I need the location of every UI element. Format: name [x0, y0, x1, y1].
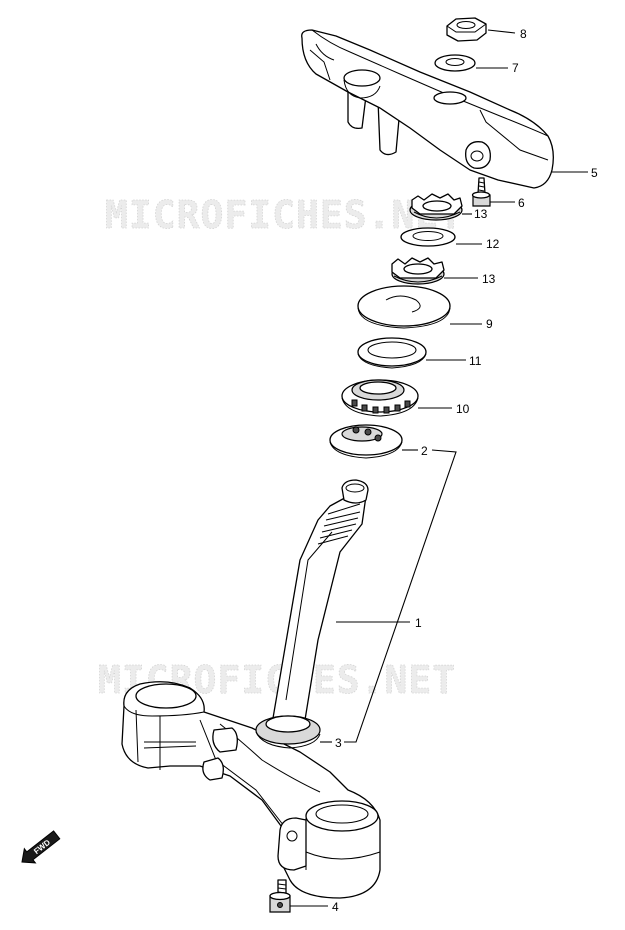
part-3-lower-seal[interactable] [255, 731, 321, 749]
part-1-steering-stem[interactable] [121, 479, 381, 899]
forward-direction-arrow-icon: FWD [21, 830, 61, 864]
callout-6: 6 [518, 196, 525, 210]
part-4-pinch-bolt[interactable] [269, 879, 291, 913]
callout-1: 1 [415, 616, 422, 630]
callout-10: 10 [456, 402, 470, 416]
callout-4: 4 [332, 900, 339, 914]
part-12-lock-washer[interactable] [400, 227, 456, 247]
part-2-lower-race[interactable] [329, 424, 403, 459]
callout-2: 2 [421, 444, 428, 458]
part-9-dust-seal[interactable] [357, 285, 451, 329]
part-6-bolt[interactable] [471, 177, 491, 207]
part-10-bearing[interactable] [341, 379, 419, 417]
callout-11: 11 [469, 354, 482, 368]
part-7-washer[interactable] [434, 54, 476, 72]
part-5-upper-bracket[interactable] [301, 29, 554, 189]
watermark-top: MICROFICHES.NET [105, 193, 463, 237]
callout-3: 3 [335, 736, 342, 750]
part-13-lower-lock-nut[interactable] [391, 257, 445, 285]
part-8-nut[interactable] [446, 17, 487, 42]
callout-labels: 8 7 5 6 13 12 13 9 11 10 2 1 3 4 [332, 27, 598, 914]
callout-12: 12 [486, 237, 500, 251]
callout-13-upper: 13 [474, 207, 488, 221]
leader-lines [290, 29, 588, 907]
callout-5: 5 [591, 166, 598, 180]
callout-7: 7 [512, 61, 519, 75]
callout-8: 8 [520, 27, 527, 41]
part-13-upper-lock-nut[interactable] [409, 193, 463, 221]
callout-9: 9 [486, 317, 493, 331]
callout-13-lower: 13 [482, 272, 496, 286]
part-11-outer-race[interactable] [357, 337, 427, 369]
